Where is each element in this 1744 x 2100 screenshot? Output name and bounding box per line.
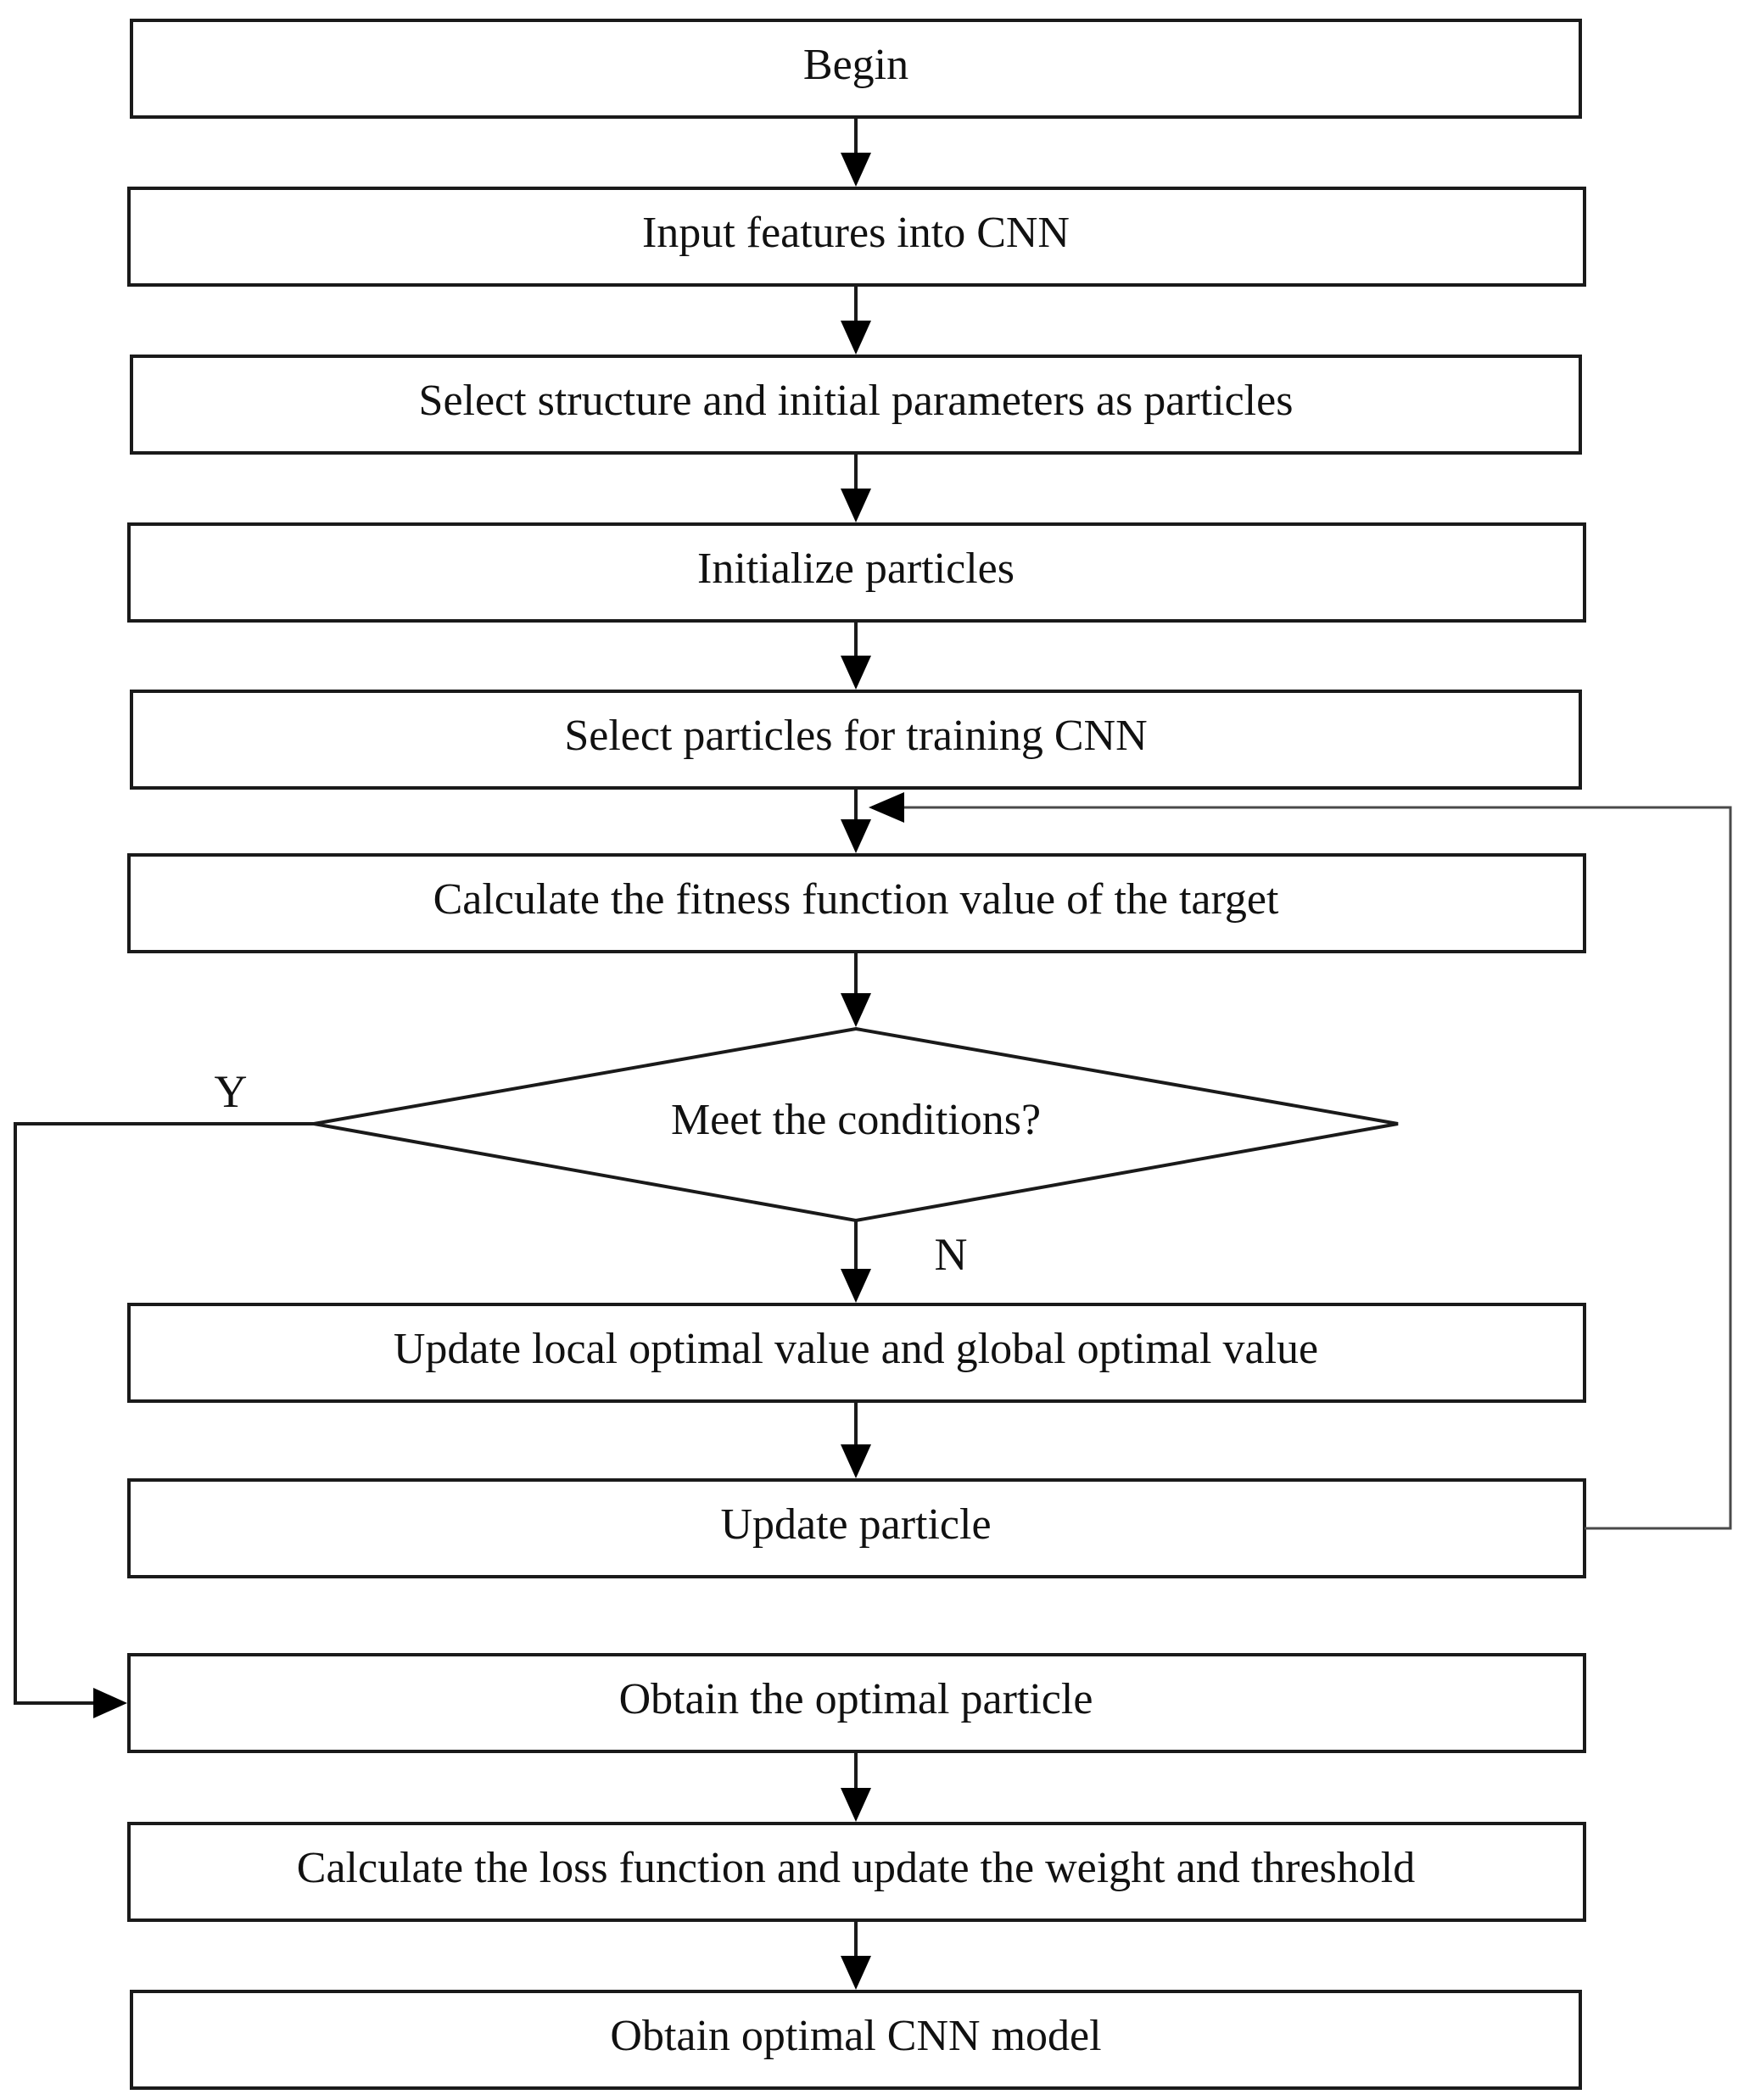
node-calculate-loss: Calculate the loss function and update t… [127, 1822, 1586, 1922]
node-initialize-particles-label: Initialize particles [697, 545, 1015, 593]
node-update-particle-label: Update particle [720, 1500, 991, 1549]
branch-label-yes: Y [215, 1066, 248, 1117]
node-update-optimal-label: Update local optimal value and global op… [394, 1325, 1318, 1373]
arrowhead-loop-back [869, 792, 904, 823]
arrowhead-initialize-to-select-particles [841, 656, 871, 690]
node-obtain-cnn-model: Obtain optimal CNN model [130, 1990, 1582, 2090]
arrowhead-decision-to-update-optimal [841, 1269, 871, 1303]
arrowhead-select-particles-to-fitness [841, 819, 871, 853]
arrowhead-update-optimal-to-update-particle [841, 1444, 871, 1478]
edge-input-to-select-structure [841, 285, 871, 355]
node-decision-label: Meet the conditions? [671, 1096, 1041, 1144]
arrowhead-begin-to-input [841, 153, 871, 187]
node-update-optimal: Update local optimal value and global op… [127, 1303, 1586, 1403]
edge-update-particle-loop-to-fitness [869, 792, 1732, 1530]
edge-decision-yes-to-obtain-particle [14, 1122, 314, 1718]
branch-label-no: N [935, 1229, 968, 1280]
arrowhead-input-to-select-structure [841, 321, 871, 355]
edge-decision-to-update-optimal [841, 1220, 871, 1303]
node-input-features-label: Input features into CNN [642, 209, 1070, 257]
node-calculate-fitness-label: Calculate the fitness function value of … [433, 875, 1279, 924]
edge-obtain-particle-to-loss [841, 1751, 871, 1822]
edge-fitness-to-decision [841, 952, 871, 1027]
edge-select-particles-to-fitness [841, 788, 871, 853]
node-begin: Begin [130, 19, 1582, 119]
node-decision: Meet the conditions? [313, 1026, 1399, 1223]
arrowhead-obtain-particle-to-loss [841, 1788, 871, 1822]
node-initialize-particles: Initialize particles [127, 522, 1586, 623]
edge-update-optimal-to-update-particle [841, 1401, 871, 1478]
node-obtain-cnn-model-label: Obtain optimal CNN model [610, 2012, 1101, 2060]
arrowhead-select-structure-to-initialize [841, 489, 871, 522]
node-calculate-loss-label: Calculate the loss function and update t… [297, 1844, 1415, 1892]
node-select-structure-label: Select structure and initial parameters … [419, 377, 1294, 425]
arrowhead-yes-branch [93, 1688, 127, 1718]
edge-begin-to-input [841, 117, 871, 187]
arrowhead-loss-to-obtain-model [841, 1956, 871, 1990]
node-obtain-optimal-particle-label: Obtain the optimal particle [619, 1675, 1093, 1723]
node-obtain-optimal-particle: Obtain the optimal particle [127, 1653, 1586, 1753]
node-select-particles-label: Select particles for training CNN [564, 712, 1147, 760]
arrowhead-fitness-to-decision [841, 993, 871, 1027]
node-begin-label: Begin [803, 41, 908, 89]
edge-loss-to-obtain-model [841, 1920, 871, 1990]
node-input-features: Input features into CNN [127, 187, 1586, 287]
edge-select-structure-to-initialize [841, 453, 871, 522]
edge-initialize-to-select-particles [841, 621, 871, 690]
node-select-particles: Select particles for training CNN [130, 690, 1582, 790]
node-calculate-fitness: Calculate the fitness function value of … [127, 853, 1586, 953]
node-select-structure: Select structure and initial parameters … [130, 355, 1582, 455]
node-update-particle: Update particle [127, 1478, 1586, 1578]
